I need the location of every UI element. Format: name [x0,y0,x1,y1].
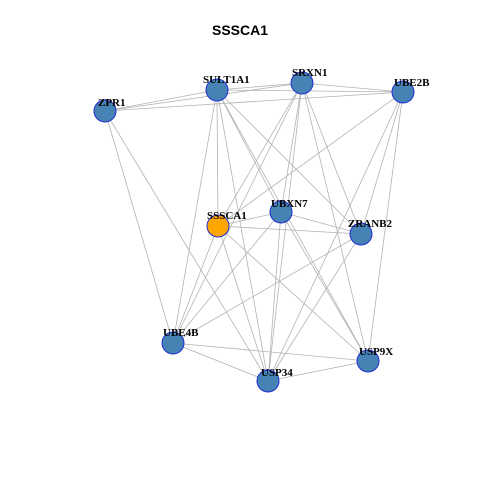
edge-zpr1-ube4b [104,110,174,344]
edge-ube4b-usp34 [172,342,269,382]
node-zranb2[interactable] [349,222,373,246]
edge-sult1a1-ube4b [172,89,218,344]
node-ubxn7[interactable] [269,200,293,224]
edge-ube2b-sssca1 [217,91,404,227]
edge-zranb2-ube4b [172,233,362,344]
node-layer [93,71,415,393]
node-label-srxn1: SRXN1 [292,67,327,79]
edge-srxn1-sssca1 [217,82,303,227]
node-ube2b[interactable] [391,80,415,104]
node-zpr1[interactable] [93,99,117,123]
edge-sult1a1-usp9x [216,89,369,362]
node-label-usp9x: USP9X [359,346,393,358]
edge-srxn1-usp9x [301,82,369,362]
edge-srxn1-ube2b [301,82,404,93]
edge-zpr1-usp34 [104,110,269,382]
edge-sssca1-usp34 [217,225,269,382]
edge-ube2b-zranb2 [360,91,404,235]
node-label-zpr1: ZPR1 [98,97,126,109]
edge-usp34-usp9x [267,360,369,382]
edge-srxn1-ube4b [172,82,303,344]
node-srxn1[interactable] [290,71,314,95]
node-label-sssca1: SSSCA1 [207,210,247,222]
edge-sult1a1-srxn1 [216,82,303,91]
edge-sssca1-zranb2 [217,225,362,235]
edge-ubxn7-usp34 [267,211,282,382]
node-label-ube4b: UBE4B [163,327,199,339]
node-sssca1[interactable] [206,214,230,238]
edge-sssca1-usp9x [217,225,369,362]
edge-sult1a1-ubxn7 [216,89,282,213]
node-label-ube2b: UBE2B [394,77,430,89]
edge-zpr1-ube2b [104,91,404,112]
node-ube4b[interactable] [161,331,185,355]
node-label-sult1a1: SULT1A1 [203,74,250,86]
edge-ubxn7-usp9x [280,211,369,362]
node-usp34[interactable] [256,369,280,393]
edge-zpr1-sult1a1 [104,89,218,112]
node-label-zranb2: ZRANB2 [348,218,393,230]
edge-ube4b-usp9x [172,342,369,362]
edge-zpr1-srxn1 [104,82,303,112]
edge-layer [104,82,404,382]
node-label-usp34: USP34 [261,367,293,379]
edge-zranb2-usp34 [267,233,362,382]
node-label-ubxn7: UBXN7 [271,198,308,210]
diagram-title: SSSCA1 [211,22,269,38]
edge-srxn1-usp34 [267,82,303,382]
edge-ube2b-usp34 [267,91,404,382]
edge-sssca1-ube4b [172,225,219,344]
node-sult1a1[interactable] [205,78,229,102]
edge-sult1a1-usp34 [216,89,269,382]
edge-ube2b-usp9x [367,91,404,362]
edge-srxn1-ubxn7 [280,82,303,213]
edge-ubxn7-zranb2 [280,211,362,235]
node-usp9x[interactable] [356,349,380,373]
edge-ubxn7-ube4b [172,211,282,344]
edge-sult1a1-sssca1 [216,89,219,227]
edge-srxn1-zranb2 [301,82,362,235]
